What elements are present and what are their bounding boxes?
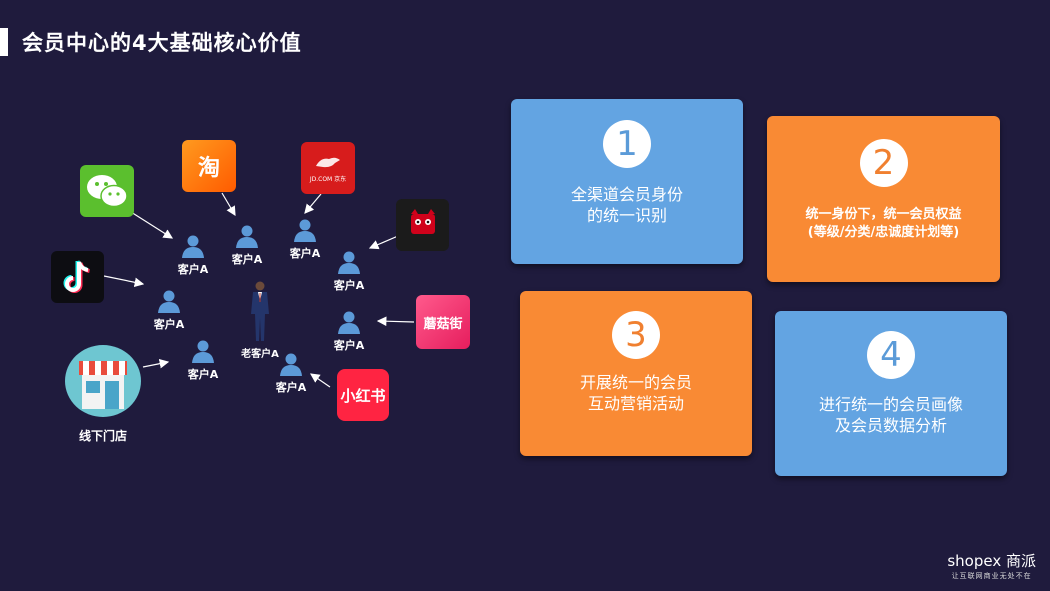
person-icon bbox=[182, 235, 204, 258]
person-icon bbox=[338, 311, 360, 334]
offline-store: 线下门店 bbox=[65, 345, 141, 444]
customer-label: 客户A bbox=[231, 253, 263, 266]
jd-dog-icon bbox=[316, 157, 340, 167]
card-text: 全渠道会员身份 的统一识别 bbox=[570, 185, 683, 225]
card-number-badge: 3 bbox=[612, 311, 660, 359]
jd-logo-text: JD.COM 京东 bbox=[309, 175, 347, 183]
value-card-4: 4 进行统一的会员画像 及会员数据分析 bbox=[775, 311, 1007, 476]
customer-4: 客户A bbox=[327, 250, 371, 293]
customer-label: 客户A bbox=[187, 368, 219, 381]
taobao-icon: 淘 bbox=[182, 140, 236, 192]
slide-title: 会员中心的4大基础核心价值 bbox=[22, 31, 302, 55]
xiaohongshu-icon: 小红书 bbox=[337, 369, 389, 421]
xiaohongshu-logo-text: 小红书 bbox=[340, 386, 386, 405]
value-card-2: 2 统一身份下，统一会员权益 (等级/分类/忠诚度计划等) bbox=[767, 116, 1000, 282]
businessman-icon bbox=[251, 281, 269, 341]
customer-1: 客户A bbox=[171, 234, 215, 277]
person-icon bbox=[236, 225, 258, 248]
person-icon bbox=[294, 219, 316, 242]
wechat-icon bbox=[80, 165, 134, 217]
customer-8: 客户A bbox=[269, 352, 313, 395]
customer-label: 客户A bbox=[333, 279, 365, 292]
customer-label: 客户A bbox=[153, 318, 185, 331]
value-card-1: 1 全渠道会员身份 的统一识别 bbox=[511, 99, 743, 264]
customer-label: 客户A bbox=[275, 381, 307, 394]
card-number-badge: 2 bbox=[859, 139, 908, 187]
customer-label: 客户A bbox=[333, 339, 365, 352]
customer-2: 客户A bbox=[225, 224, 269, 267]
person-icon bbox=[192, 340, 214, 363]
central-customer: 老客户A bbox=[238, 281, 282, 360]
store-icon bbox=[65, 345, 141, 417]
douyin-icon bbox=[51, 251, 104, 303]
tmall-icon bbox=[396, 199, 449, 251]
mogujie-icon: 蘑菇街 bbox=[416, 295, 470, 349]
mogujie-logo-text: 蘑菇街 bbox=[423, 316, 463, 332]
customer-label: 客户A bbox=[177, 263, 209, 276]
store-label: 线下门店 bbox=[78, 429, 127, 443]
customer-5: 客户A bbox=[147, 289, 191, 332]
shopex-brand: shopex 商派 bbox=[947, 552, 1036, 570]
shopex-logo: shopex 商派 让互联网商业无处不在 bbox=[947, 550, 1036, 581]
value-card-3: 3 开展统一的会员 互动营销活动 bbox=[520, 291, 752, 456]
card-number-badge: 4 bbox=[867, 331, 915, 379]
taobao-logo-text: 淘 bbox=[197, 156, 220, 181]
customer-6: 客户A bbox=[327, 310, 371, 353]
shopex-slogan: 让互联网商业无处不在 bbox=[951, 572, 1032, 580]
central-customer-label: 老客户A bbox=[241, 349, 279, 360]
card-text: 进行统一的会员画像 及会员数据分析 bbox=[818, 395, 963, 435]
customer-7: 客户A bbox=[181, 339, 225, 382]
card-text: 统一身份下，统一会员权益 (等级/分类/忠诚度计划等) bbox=[805, 207, 962, 240]
person-icon bbox=[338, 251, 360, 274]
person-icon bbox=[158, 290, 180, 313]
person-icon bbox=[280, 353, 302, 376]
title-accent-bar bbox=[0, 28, 8, 56]
jd-icon: JD.COM 京东 bbox=[301, 142, 355, 194]
card-number-badge: 1 bbox=[603, 120, 651, 168]
customer-label: 客户A bbox=[289, 247, 321, 260]
customer-3: 客户A bbox=[283, 218, 327, 261]
card-text: 开展统一的会员 互动营销活动 bbox=[579, 373, 692, 413]
